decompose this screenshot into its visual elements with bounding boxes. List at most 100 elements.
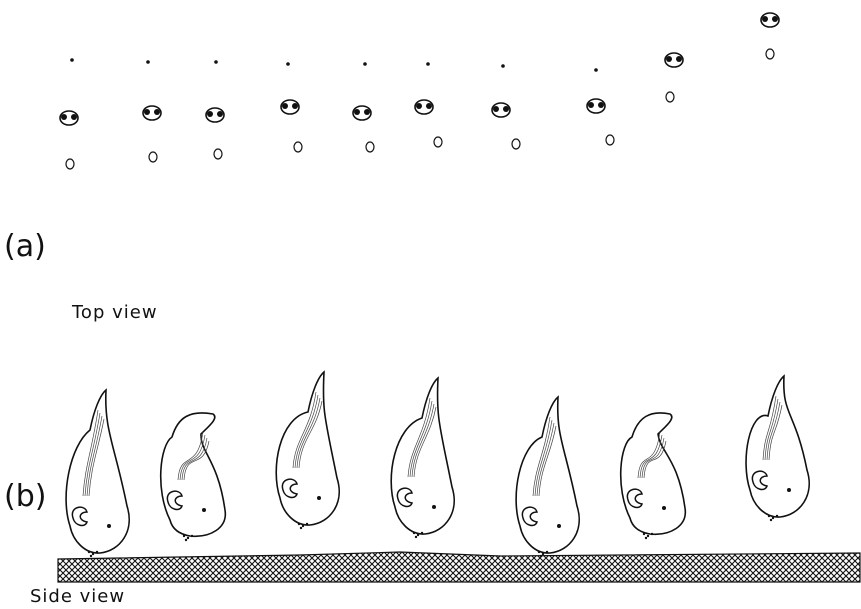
left-eye-icon — [588, 102, 594, 108]
side-larva — [621, 413, 686, 539]
larva-body-side — [746, 376, 809, 517]
larva-body — [69, 128, 128, 295]
right-eye-icon — [217, 111, 223, 117]
position-dot — [426, 62, 430, 66]
left-eye-icon — [61, 114, 67, 120]
position-dot — [70, 58, 74, 62]
top-larva — [143, 60, 222, 275]
yolk-sac — [766, 49, 774, 59]
larva-body-side — [276, 372, 339, 525]
left-eye-icon — [762, 16, 768, 22]
attachment-dot — [647, 535, 649, 537]
panel-b: (b) Side view — [4, 372, 860, 607]
larva-body-inner — [290, 117, 366, 280]
yolk-sac — [606, 135, 614, 145]
attachment-dot — [306, 523, 308, 525]
position-dot — [146, 60, 150, 64]
right-eye-icon — [503, 106, 509, 112]
side-larva — [516, 397, 579, 557]
top-larva — [353, 62, 444, 268]
yolk-sac — [149, 152, 157, 162]
attachment-dot — [96, 551, 98, 553]
larva-body-side — [516, 397, 579, 553]
panel-a-caption: Top view — [71, 302, 158, 323]
eye-icon — [432, 505, 436, 509]
left-eye-icon — [282, 103, 288, 109]
panel-a-label: (a) — [4, 229, 46, 264]
attachment-dot — [185, 539, 187, 541]
larva-body — [290, 117, 366, 280]
attachment-dot — [413, 532, 415, 534]
right-eye-icon — [598, 102, 604, 108]
eye-icon — [787, 488, 791, 492]
attachment-dot — [92, 553, 94, 555]
right-eye-icon — [292, 103, 298, 109]
position-dot — [286, 62, 290, 66]
eye-icon — [317, 496, 321, 500]
eye-icon — [662, 506, 666, 510]
attachment-dot — [645, 537, 647, 539]
position-dot — [214, 60, 218, 64]
right-eye-icon — [426, 103, 432, 109]
top-larva — [60, 58, 128, 295]
larva-body-inner — [214, 125, 294, 278]
attachment-dot — [300, 527, 302, 529]
top-larva — [492, 64, 596, 245]
attachment-dot — [302, 525, 304, 527]
panel-b-caption: Side view — [30, 586, 125, 607]
left-eye-icon — [416, 103, 422, 109]
substrate-ground — [58, 552, 860, 582]
larva-body-side — [621, 413, 686, 534]
attachment-dot — [772, 517, 774, 519]
side-larva — [746, 376, 809, 521]
attachment-dot — [421, 532, 423, 534]
attachment-dot — [546, 551, 548, 553]
eye-icon — [557, 524, 561, 528]
larva-body-side — [391, 378, 454, 534]
attachment-dot — [538, 551, 540, 553]
larva-body-inner — [596, 116, 683, 222]
attachment-dot — [776, 515, 778, 517]
yolk-sac — [434, 137, 442, 147]
larva-body-side — [161, 413, 226, 536]
larva-body — [151, 123, 222, 275]
left-eye-icon — [493, 106, 499, 112]
top-larva — [415, 62, 512, 248]
right-eye-icon — [71, 114, 77, 120]
position-dot — [594, 68, 598, 72]
yolk-sac — [512, 139, 520, 149]
attachment-dot — [88, 551, 90, 553]
top-larva — [740, 13, 784, 193]
top-larva — [665, 53, 728, 230]
side-larva — [66, 390, 129, 557]
right-eye-icon — [772, 16, 778, 22]
attachment-dot — [768, 515, 770, 517]
panel-a: (a) Top view — [4, 13, 784, 323]
right-eye-icon — [154, 109, 160, 115]
yolk-sac — [666, 92, 674, 102]
larva-body-inner — [151, 123, 222, 275]
eye-icon — [202, 508, 206, 512]
larva-body-inner — [69, 128, 128, 295]
side-larva — [276, 372, 339, 529]
side-larva — [391, 378, 454, 538]
attachment-dot — [651, 533, 653, 535]
attachment-dot — [770, 519, 772, 521]
left-eye-icon — [666, 56, 672, 62]
attachment-dot — [298, 523, 300, 525]
yolk-sac — [66, 159, 74, 169]
right-eye-icon — [676, 56, 682, 62]
attachment-dot — [643, 533, 645, 535]
position-dot — [363, 62, 367, 66]
attachment-dot — [191, 535, 193, 537]
attachment-dot — [183, 535, 185, 537]
attachment-dot — [540, 555, 542, 557]
eye-icon — [107, 524, 111, 528]
attachment-dot — [187, 537, 189, 539]
side-view-larvae — [66, 372, 809, 557]
left-eye-icon — [354, 109, 360, 115]
yolk-sac — [214, 149, 222, 159]
attachment-dot — [542, 553, 544, 555]
larva-body — [740, 30, 784, 193]
